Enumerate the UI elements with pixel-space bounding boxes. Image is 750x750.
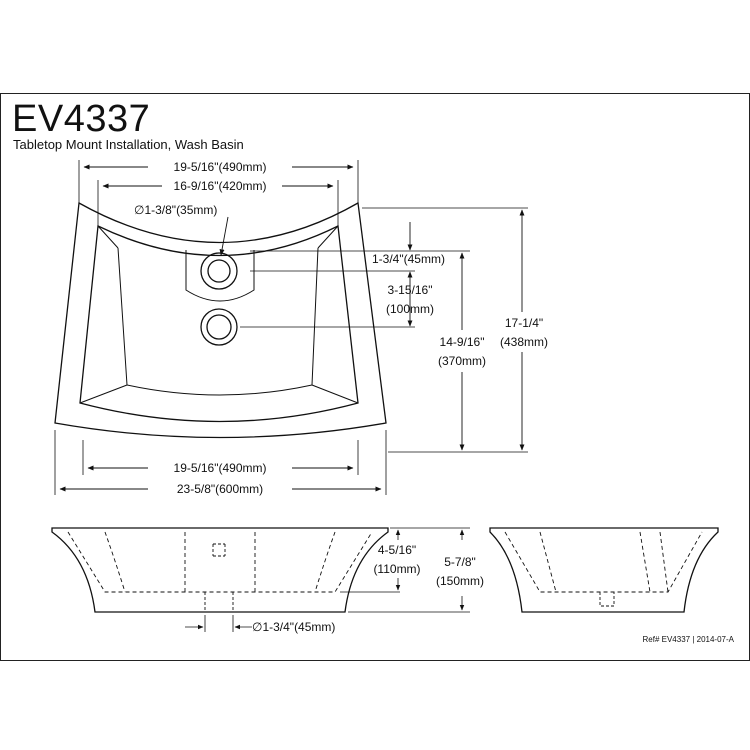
- side-outline: [489, 527, 719, 613]
- hole-offset-label: 1-3/4"(45mm): [372, 252, 445, 266]
- product-title: EV4337: [12, 98, 151, 140]
- faucet-hole-hidden: [212, 543, 226, 557]
- hole-spacing-in-label: 3-15/16": [388, 283, 433, 297]
- overall-depth-in-label: 17-1/4": [505, 316, 543, 330]
- inner-width-label: 16-9/16"(420mm): [174, 179, 267, 193]
- front-dim-lines: [185, 527, 470, 632]
- extension-lines: [54, 160, 528, 495]
- corner-line: [317, 225, 339, 249]
- front-view: [51, 527, 389, 613]
- drain-outlet: [204, 592, 234, 613]
- corner-line: [97, 225, 119, 249]
- drain-hole: [200, 308, 238, 346]
- product-subtitle: Tabletop Mount Installation, Wash Basin: [13, 137, 244, 152]
- side-view: [489, 527, 719, 613]
- basin-depth-in-label: 14-9/16": [440, 335, 485, 349]
- drawing-sheet: [0, 93, 750, 661]
- drain-label: ∅1-3/4"(45mm): [252, 620, 335, 634]
- bowl-height-mm-label: (110mm): [373, 562, 420, 576]
- corner-line: [311, 384, 359, 404]
- faucet-hole: [200, 252, 238, 290]
- bowl-height-in-label: 4-5/16": [378, 543, 416, 557]
- corner-line: [79, 384, 128, 404]
- faucet-deck: [185, 250, 255, 302]
- total-height-mm-label: (150mm): [436, 574, 484, 588]
- inner-bowl: [67, 531, 373, 593]
- top-width-label: 19-5/16"(490mm): [174, 160, 267, 174]
- faucet-hole-label: ∅1-3/8"(35mm): [134, 203, 217, 217]
- basin-depth-mm-label: (370mm): [438, 354, 486, 368]
- dimension-arrows: [59, 164, 525, 492]
- front-outline: [51, 527, 389, 613]
- basin-outline: [54, 201, 387, 439]
- reference-code: Ref# EV4337 | 2014-07-A: [643, 635, 735, 644]
- total-height-in-label: 5-7/8": [444, 555, 476, 569]
- overall-depth-mm-label: (438mm): [500, 335, 548, 349]
- basin-inner-rim: [79, 225, 359, 423]
- top-view: [54, 201, 387, 439]
- bottom-width-label: 19-5/16"(490mm): [174, 461, 267, 475]
- overall-width-label: 23-5/8"(600mm): [177, 482, 263, 496]
- hole-spacing-mm-label: (100mm): [386, 302, 434, 316]
- basin-floor: [117, 247, 319, 396]
